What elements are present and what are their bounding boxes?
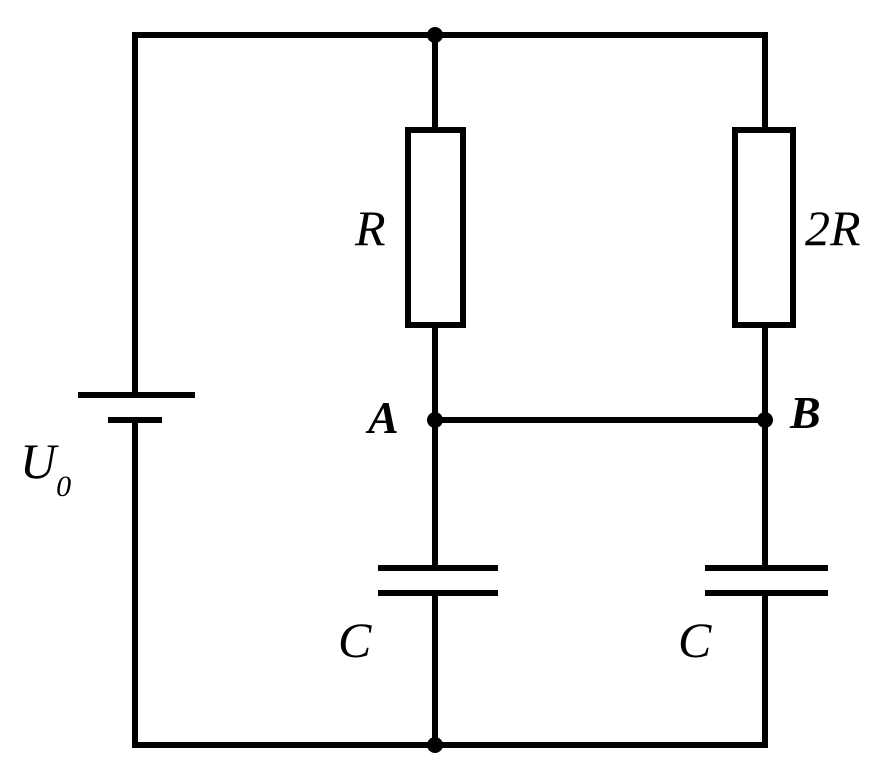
label-resistor-r: R [354, 200, 386, 256]
label-resistor-2r: 2R [805, 200, 861, 256]
label-source-subscript: 0 [56, 470, 71, 503]
label-source: U0 [20, 433, 71, 503]
junction-b [757, 412, 773, 428]
junction-a [427, 412, 443, 428]
junction-bottom [427, 737, 443, 753]
junction-top [427, 27, 443, 43]
resistor-2r [732, 127, 796, 328]
label-source-main: U [20, 433, 59, 489]
label-node-a: A [365, 392, 399, 443]
label-capacitor-right: C [678, 612, 712, 668]
label-capacitor-left: C [338, 612, 372, 668]
resistor-r [405, 127, 466, 328]
label-node-b: B [789, 387, 821, 438]
